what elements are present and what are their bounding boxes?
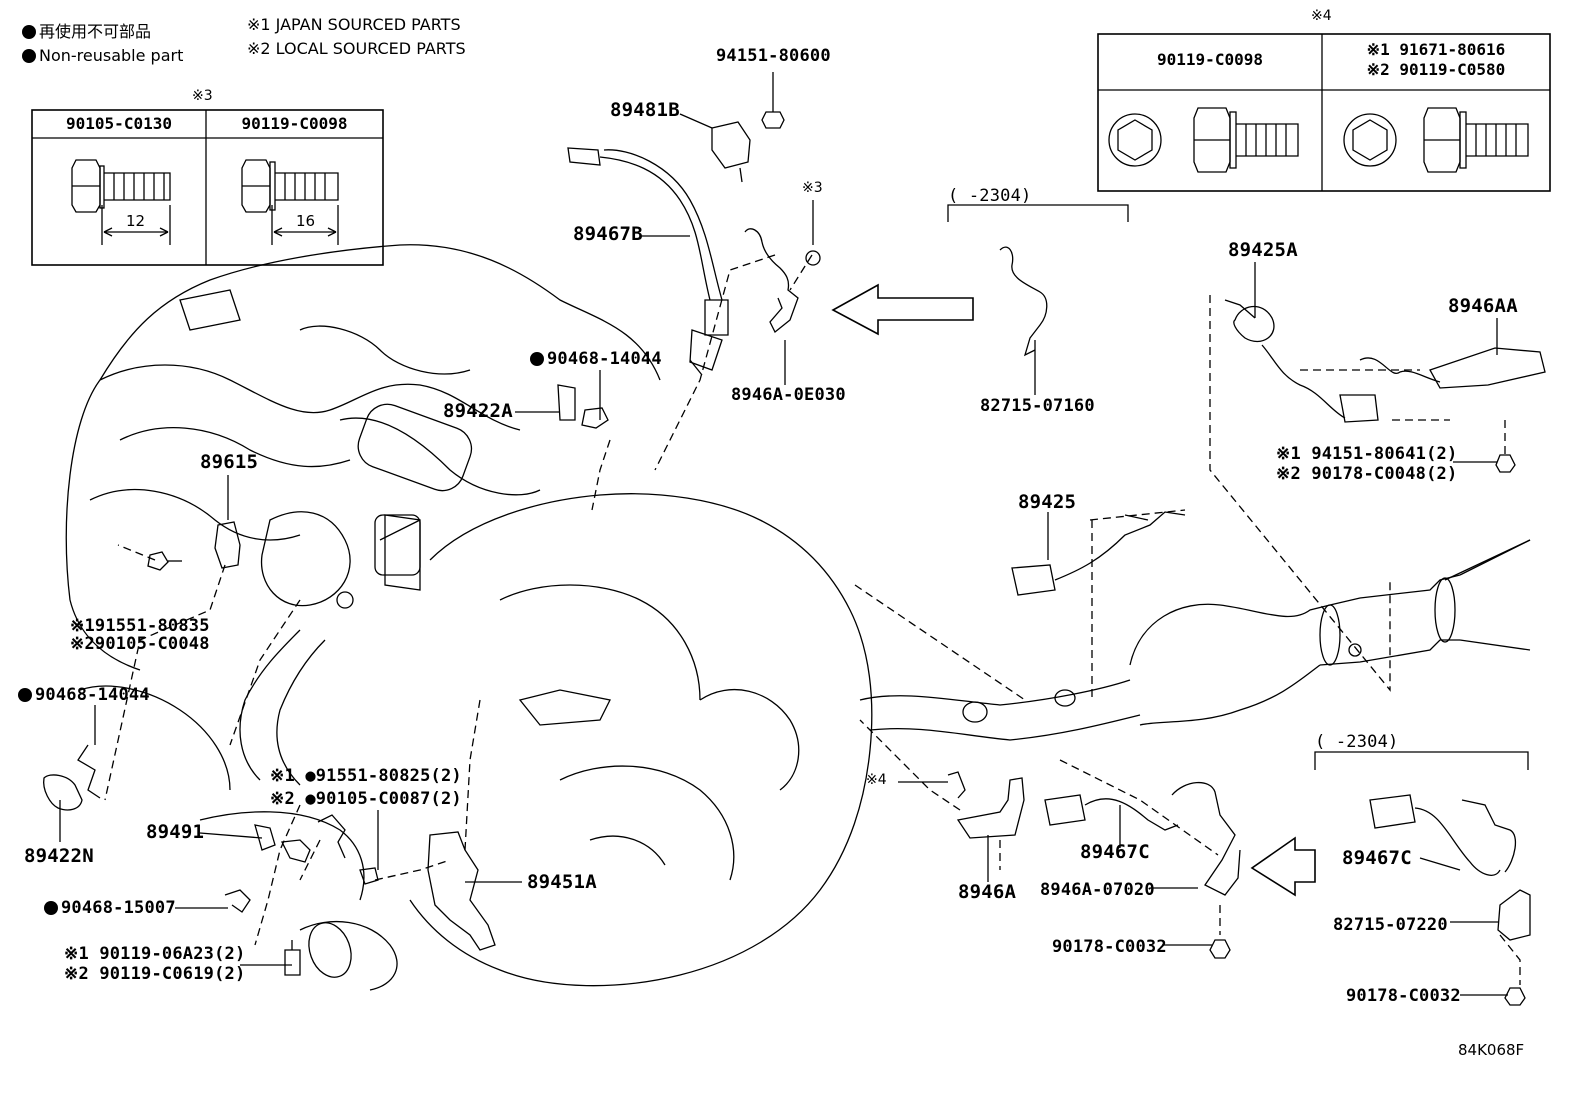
reference-arrow-icon (831, 283, 974, 336)
part-label-82715-07160: 82715-07160 (980, 396, 1095, 416)
part-label-89467c-mid: 89467C (1080, 841, 1150, 863)
box3-col1-part: 90105-C0130 (66, 114, 172, 133)
sensor-icon (1224, 299, 1275, 343)
clip-icon (224, 889, 251, 913)
hex-bolt-icon (1108, 107, 1299, 173)
non-reusable-dot-icon (22, 49, 36, 63)
box4-col2-part-a: ※1 91671-80616 (1366, 40, 1506, 59)
range-label-right: ( -2304) (1315, 732, 1399, 752)
nut-icon (1209, 939, 1231, 959)
reference-arrow-icon (1250, 836, 1316, 897)
nut-icon (1495, 454, 1516, 473)
part-label-89491: 89491 (146, 821, 205, 843)
bolt-icon (805, 250, 821, 266)
legend-english: Non-reusable part (22, 45, 183, 67)
box3-col2-part: 90119-C0098 (241, 114, 348, 133)
part-label-89481b: 89481B (610, 99, 680, 121)
nut-icon (1504, 987, 1526, 1006)
box4-col1-part: 90119-C0098 (1157, 50, 1263, 69)
part-label-89615: 89615 (200, 451, 259, 473)
bolt-icon (147, 551, 169, 571)
connector-icon (1369, 794, 1416, 829)
sensor-icon (43, 774, 83, 811)
part-label-90178-c0032-right: 90178-C0032 (1346, 986, 1461, 1006)
clip-icon (77, 744, 101, 799)
part-label-91551-80825: ※1 ●91551-80825(2) (270, 766, 462, 786)
part-label-90119-06a23: ※1 90119-06A23(2) (64, 944, 246, 964)
part-label-89467b: 89467B (573, 223, 643, 245)
legend-note-japan: ※1 JAPAN SOURCED PARTS (247, 15, 461, 34)
knock-sensor-icon (214, 521, 241, 569)
leader-lines (59, 72, 1529, 996)
sensor-icon (557, 384, 576, 421)
non-reusable-dot-icon (22, 25, 36, 39)
part-label-90178-c0032-mid: 90178-C0032 (1052, 937, 1167, 957)
part-label-90119-c0619: ※2 90119-C0619(2) (64, 964, 246, 984)
box4-col2-part-b: ※2 90119-C0580 (1366, 60, 1506, 79)
part-label-90105-c0087: ※2 ●90105-C0087(2) (270, 789, 462, 809)
sensor-parts (43, 111, 1546, 1006)
non-reusable-dot-icon (530, 352, 544, 366)
non-reusable-dot-icon (18, 688, 32, 702)
part-label-90468-14044-left: 90468-14044 (18, 685, 150, 705)
part-label-89467c-right: 89467C (1342, 847, 1412, 869)
speed-sensor-icon (254, 824, 276, 851)
diagram-code: 84K068F (1458, 1041, 1525, 1059)
box3-mark: ※3 (192, 88, 213, 104)
part-mark-4: ※4 (866, 772, 887, 788)
part-label-89451a: 89451A (527, 871, 597, 893)
part-label-8946a-07020: 8946A-07020 (1040, 880, 1155, 900)
bolt-icon (284, 940, 301, 976)
part-label-8946a: 8946A (958, 881, 1017, 903)
part-label-8946a-0e030: 8946A-0E030 (731, 385, 846, 405)
part-label-89422a: 89422A (443, 400, 513, 422)
box3-dim1: 12 (126, 212, 146, 230)
legend-japanese: 再使用不可部品 (22, 21, 151, 43)
part-label-90468-14044-top: 90468-14044 (530, 349, 662, 369)
bolt-icon (359, 867, 379, 885)
range-label-top: ( -2304) (948, 186, 1032, 206)
bolt-table-3 (31, 109, 384, 266)
bolt-icon (947, 771, 966, 799)
pressure-sensor-icon (711, 121, 751, 169)
flange-bolt-icon (71, 159, 171, 245)
part-label-90105-c0048: ※290105-C0048 (70, 634, 210, 654)
part-label-90178-c0048: ※2 90178-C0048(2) (1276, 464, 1458, 484)
connector-icon (1011, 564, 1056, 596)
part-mark-3: ※3 (802, 180, 823, 196)
engine-assembly-drawing (65, 244, 1531, 991)
part-label-89425a: 89425A (1228, 239, 1298, 261)
neutral-switch-icon (427, 831, 496, 951)
part-label-8946aa: 8946AA (1448, 295, 1518, 317)
part-label-94151-80600: 94151-80600 (716, 46, 831, 66)
hex-bolt-icon (1343, 107, 1529, 173)
box4-mark: ※4 (1311, 8, 1332, 24)
part-label-89422n: 89422N (24, 845, 94, 867)
bolt-table-4 (1097, 33, 1551, 192)
connector-icon (1044, 794, 1086, 826)
connector-icon (567, 147, 601, 166)
part-label-91551-80835: ※191551-80835 (70, 616, 210, 636)
box3-dim2: 16 (296, 212, 316, 230)
non-reusable-dot-icon (44, 901, 58, 915)
part-label-82715-07220: 82715-07220 (1333, 915, 1448, 935)
part-label-90468-15007: 90468-15007 (44, 898, 176, 918)
part-label-94151-80641: ※1 94151-80641(2) (1276, 444, 1458, 464)
legend-note-local: ※2 LOCAL SOURCED PARTS (247, 39, 466, 58)
washer-bolt-icon (241, 159, 339, 245)
reference-dashed-lines (104, 254, 1521, 985)
part-label-89425: 89425 (1018, 491, 1077, 513)
nut-icon (761, 111, 785, 129)
